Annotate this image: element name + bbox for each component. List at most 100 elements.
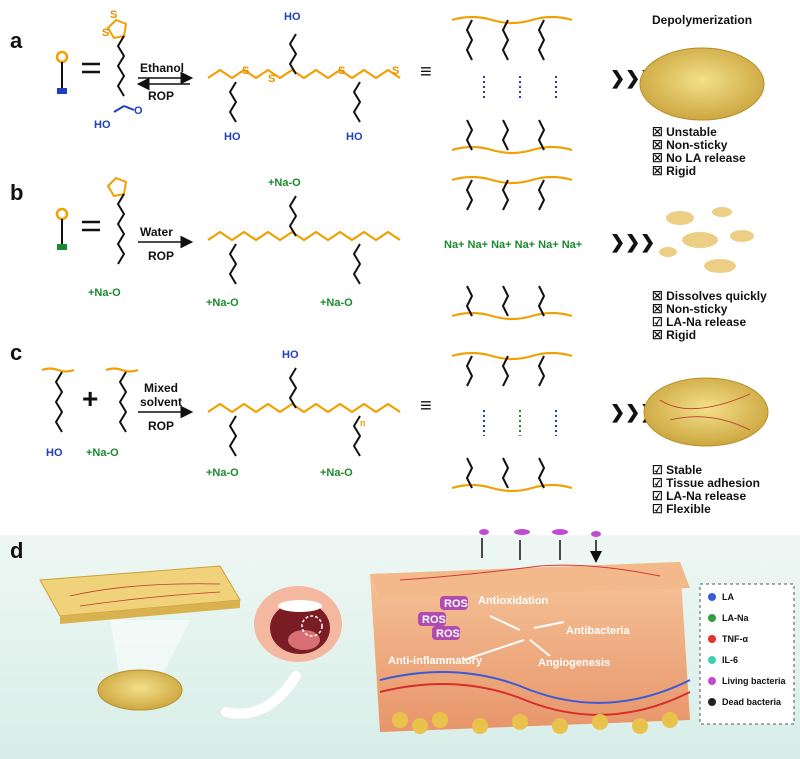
reaction-arrow-a: Ethanol ROP xyxy=(136,61,194,103)
legend-swatch xyxy=(708,698,716,706)
panel-d-letter: d xyxy=(10,538,23,563)
sulfur-atom: S xyxy=(110,9,117,21)
ionic-network-b: Na+ Na+ Na+ Na+ Na+ Na+ xyxy=(444,175,582,321)
sodium-lipoate-structure: +Na-O xyxy=(88,176,128,299)
patch-disc-d xyxy=(97,669,183,711)
carboxylate-label: +Na-O xyxy=(320,467,353,479)
property-item: ☒ Unstable xyxy=(652,125,717,139)
patch-sheet xyxy=(39,565,241,711)
carboxylate-label: +Na-O xyxy=(206,297,239,309)
oxygen-atom: O xyxy=(134,105,143,117)
triple-chevron-arrow: ❯❯❯ xyxy=(610,232,655,253)
ros-badges: ROS ROS ROS xyxy=(418,596,468,640)
hydroxyl-label: HO xyxy=(224,131,241,143)
sodium-ion-row: Na+ Na+ Na+ Na+ Na+ Na+ xyxy=(444,239,582,251)
triple-chevron-arrow: ❯❯❯ xyxy=(610,402,655,423)
carboxylate-label: +Na-O xyxy=(268,177,301,189)
carboxylate-label: +Na-O xyxy=(206,467,239,479)
panel-d: d xyxy=(10,529,795,734)
repeat-index: n xyxy=(360,418,366,428)
effect-angiogenesis: Angiogenesis xyxy=(538,657,610,669)
panel-a: a S S HO O Ethanol ROP S xyxy=(10,9,765,178)
tissue-block xyxy=(370,562,691,734)
legend-label: Dead bacteria xyxy=(722,697,782,707)
dissolved-fragments xyxy=(659,207,754,273)
carboxylate-label: +Na-O xyxy=(86,447,119,459)
sulfur-atom: S xyxy=(242,65,249,77)
legend-swatch xyxy=(708,614,716,622)
effect-anti-inflammatory: Anti-inflammatory xyxy=(388,655,483,667)
polymer-chain-c: HO n +Na-O +Na-O ≡ xyxy=(206,349,432,479)
reaction-rop-label: ROP xyxy=(148,89,174,103)
hydroxyl-label: HO xyxy=(94,119,111,131)
polymer-chain-a: S S S S HO HO HO ≡ xyxy=(207,11,432,143)
lipoic-acid-structure: S S HO O xyxy=(94,9,143,131)
mixed-monomers: HO + +Na-O xyxy=(41,367,139,459)
hydroxyl-label: HO xyxy=(346,131,363,143)
sulfur-atom: S xyxy=(102,27,109,39)
panel-b: b +Na-O Water ROP +Na-O +Na-O +Na-O xyxy=(10,175,767,342)
property-item: ☑ Tissue adhesion xyxy=(652,476,760,490)
patch-disc-a xyxy=(639,47,765,121)
panel-c-letter: c xyxy=(10,340,22,365)
legend-swatch xyxy=(708,677,716,685)
property-item: ☑ LA-Na release xyxy=(652,489,746,503)
carboxylate-label: +Na-O xyxy=(320,297,353,309)
carboxylate-label: +Na-O xyxy=(88,287,121,299)
legend-swatch xyxy=(708,593,716,601)
panel-a-letter: a xyxy=(10,28,23,53)
therapeutic-effects: Antioxidation Antibacteria Anti-inflamma… xyxy=(388,595,630,669)
plus-sign: + xyxy=(82,383,98,414)
equivalence-sign: ≡ xyxy=(420,395,432,417)
property-item: ☒ No LA release xyxy=(652,151,746,165)
legend-label: LA-Na xyxy=(722,613,749,623)
reaction-arrow-c: Mixed solvent ROP xyxy=(138,381,194,433)
legend-label: IL-6 xyxy=(722,655,738,665)
property-item: ☒ Rigid xyxy=(652,164,696,178)
hydroxyl-label: HO xyxy=(46,447,63,459)
hydroxyl-label: HO xyxy=(282,349,299,361)
property-item: ☒ Rigid xyxy=(652,328,696,342)
hydrogen-bond-network-a xyxy=(451,15,573,155)
ros-label: ROS xyxy=(422,614,446,626)
effect-antibacteria: Antibacteria xyxy=(566,625,630,637)
reaction-rop-label: ROP xyxy=(148,249,174,263)
fiber-lines xyxy=(659,393,751,431)
ros-label: ROS xyxy=(436,628,460,640)
legend-label: LA xyxy=(722,592,734,602)
ros-label: ROS xyxy=(444,598,468,610)
property-item: ☑ Flexible xyxy=(652,502,711,516)
reaction-solvent-label: Mixed xyxy=(144,381,178,395)
property-item: ☑ Stable xyxy=(652,463,702,477)
sulfur-atom: S xyxy=(338,65,345,77)
legend-swatch xyxy=(708,656,716,664)
reaction-arrow-b: Water ROP xyxy=(138,225,194,263)
legend-swatch xyxy=(708,635,716,643)
reaction-solvent-label: Water xyxy=(140,225,173,239)
panel-c: c HO + +Na-O Mixed solvent ROP HO n +Na-… xyxy=(10,340,769,516)
depolymerization-title: Depolymerization xyxy=(652,13,752,27)
polymer-chain-b: +Na-O +Na-O +Na-O xyxy=(206,177,401,309)
effect-antioxidation: Antioxidation xyxy=(478,595,549,607)
equivalence-sign: ≡ xyxy=(420,61,432,83)
mouth-illustration xyxy=(221,586,342,719)
sulfur-atom: S xyxy=(268,73,275,85)
legend-label: Living bacteria xyxy=(722,676,787,686)
panel-b-letter: b xyxy=(10,180,23,205)
lipoic-acid-icon xyxy=(55,50,69,94)
legend-label: TNF-α xyxy=(722,634,748,644)
sulfur-atom: S xyxy=(392,65,399,77)
hydroxyl-label: HO xyxy=(284,11,301,23)
mixed-network-c xyxy=(451,351,573,493)
property-item: ☒ Dissolves quickly xyxy=(652,289,767,303)
bacteria-attack xyxy=(479,529,601,560)
property-item: ☒ Non-sticky xyxy=(652,138,728,152)
property-item: ☑ LA-Na release xyxy=(652,315,746,329)
reaction-solvent-label: Ethanol xyxy=(140,61,184,75)
reaction-solvent-label-2: solvent xyxy=(140,395,182,409)
patch-disc-c xyxy=(643,377,769,447)
sodium-lipoate-icon xyxy=(55,207,69,250)
reaction-rop-label: ROP xyxy=(148,419,174,433)
